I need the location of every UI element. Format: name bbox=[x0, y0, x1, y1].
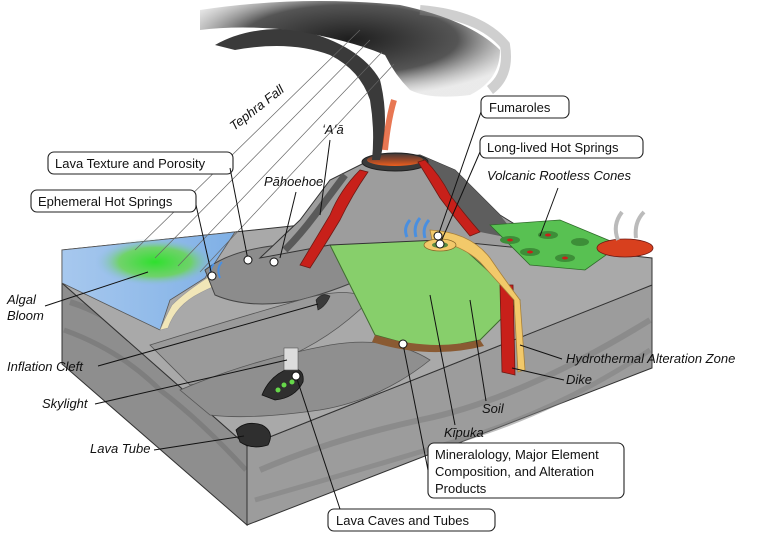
aa-label: ʻAʻā bbox=[322, 122, 344, 137]
fumaroles-callout: Fumaroles bbox=[433, 95, 570, 241]
soil-label: Soil bbox=[482, 401, 505, 416]
long-lived-hot-springs-label: Long-lived Hot Springs bbox=[487, 140, 619, 155]
algal-bloom-patch bbox=[95, 238, 215, 286]
east-lava-flow bbox=[417, 159, 481, 237]
lava-tube-label: Lava Tube bbox=[90, 441, 150, 456]
hydrothermal-alteration-zone-label: Hydrothermal Alteration Zone bbox=[566, 351, 735, 366]
kipuka-label: Kīpuka bbox=[444, 425, 484, 440]
mineralology-label-line3: Products bbox=[435, 481, 487, 496]
lava-texture-porosity-label: Lava Texture and Porosity bbox=[55, 156, 206, 171]
mineralology-label-line2: Composition, and Alteration bbox=[435, 464, 594, 479]
lava-caves-tubes-label: Lava Caves and Tubes bbox=[336, 513, 469, 528]
volcanic-rootless-cones-label: Volcanic Rootless Cones bbox=[487, 168, 632, 183]
lava-texture-porosity-callout: Lava Texture and Porosity bbox=[47, 151, 279, 267]
aa-lava-flow bbox=[299, 169, 369, 269]
algal-bloom-label-line2: Bloom bbox=[7, 308, 44, 323]
tephra-fall-lines bbox=[134, 29, 395, 273]
ephemeral-hot-springs-callout: Ephemeral Hot Springs bbox=[30, 189, 217, 281]
fumaroles-label: Fumaroles bbox=[489, 100, 551, 115]
lava-tube bbox=[235, 422, 271, 448]
pahoehoe-label: Pāhoehoe bbox=[264, 174, 323, 189]
mineralology-label-line1: Mineralology, Major Element bbox=[435, 447, 599, 462]
inflation-cleft bbox=[315, 294, 331, 311]
rootless-cones-field bbox=[489, 219, 621, 271]
long-lived-hot-springs-callout: Long-lived Hot Springs bbox=[435, 135, 644, 249]
east-lava-pool bbox=[596, 238, 654, 258]
mineralology-callout: Mineralology, Major Element Composition,… bbox=[398, 339, 625, 499]
hydrothermal-alteration-zone bbox=[429, 229, 526, 373]
skylight-label: Skylight bbox=[42, 396, 89, 411]
tephra-fall-label: Tephra Fall bbox=[227, 81, 288, 133]
eruption-plume bbox=[200, 1, 511, 160]
dike-label: Dike bbox=[566, 372, 592, 387]
label-leaders bbox=[44, 139, 565, 451]
ephemeral-hot-springs-label: Ephemeral Hot Springs bbox=[38, 194, 173, 209]
inflation-cleft-label: Inflation Cleft bbox=[7, 359, 84, 374]
algal-bloom-label-line1: Algal bbox=[6, 292, 37, 307]
lava-caves-tubes-callout: Lava Caves and Tubes bbox=[291, 371, 496, 532]
fumarole-jets bbox=[404, 217, 431, 239]
soil-layer bbox=[372, 335, 484, 353]
